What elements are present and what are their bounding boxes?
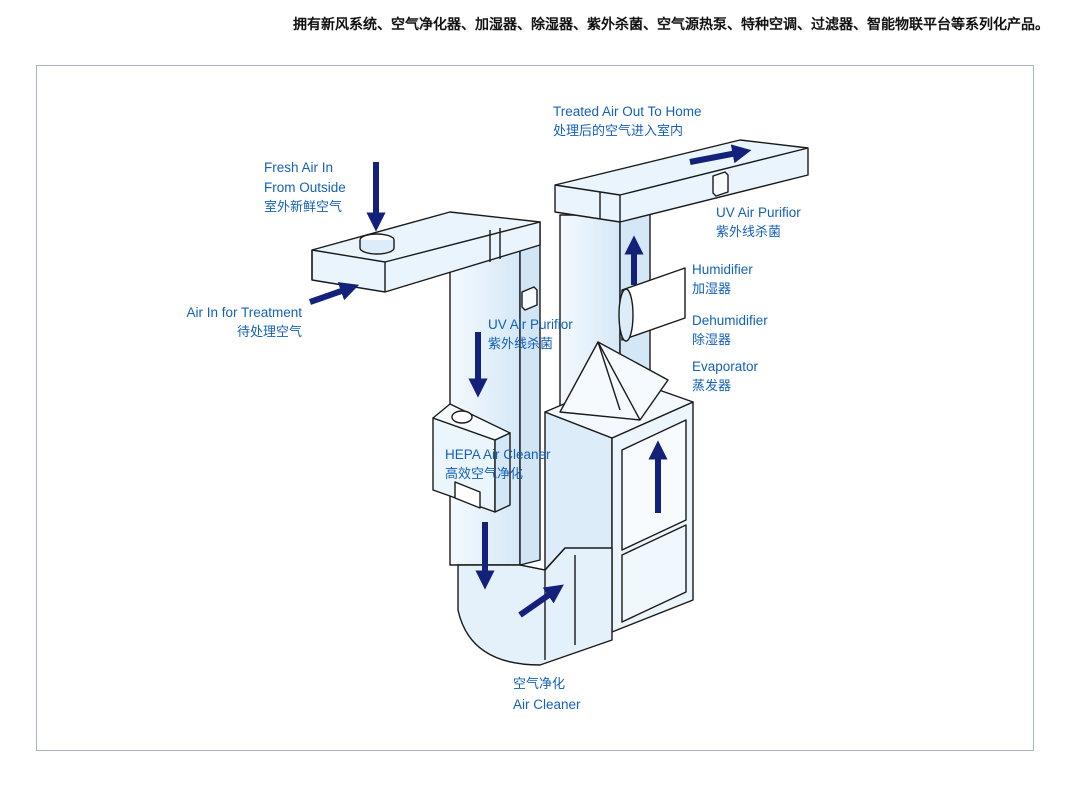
left-vertical-duct — [449, 229, 521, 566]
label-treated-air: Treated Air Out To Home 处理后的空气进入室内 — [553, 104, 702, 139]
elbow-arrow — [518, 584, 564, 618]
air-in-treatment-arrow — [309, 282, 360, 305]
label-hepa-air-cleaner: HEPA Air Cleaner 高效空气净化 — [445, 447, 551, 482]
header-product-line: 拥有新风系统、空气净化器、加湿器、除湿器、紫外杀菌、空气源热泵、特种空调、过滤器… — [293, 17, 1049, 33]
evaporator-coil — [559, 341, 669, 421]
label-uv-purifier-right: UV Air Purifior 紫外线杀菌 — [716, 205, 801, 240]
label-uv-purifier-left: UV Air Purifior 紫外线杀菌 — [488, 317, 573, 352]
label-humidifier: Humidifier 加湿器 — [692, 262, 753, 297]
supply-air-arrow — [689, 144, 752, 165]
uv-box-right — [712, 171, 729, 197]
label-evaporator: Evaporator 蒸发器 — [692, 359, 759, 394]
uv-box-left — [521, 286, 538, 311]
label-air-in-treatment: Air In for Treatment 待处理空气 — [186, 305, 302, 340]
label-dehumidifier: Dehumidifier 除湿器 — [692, 313, 768, 348]
label-fresh-air: Fresh Air In From Outside 室外新鲜空气 — [264, 160, 346, 215]
label-air-cleaner: 空气净化 Air Cleaner — [513, 677, 581, 712]
